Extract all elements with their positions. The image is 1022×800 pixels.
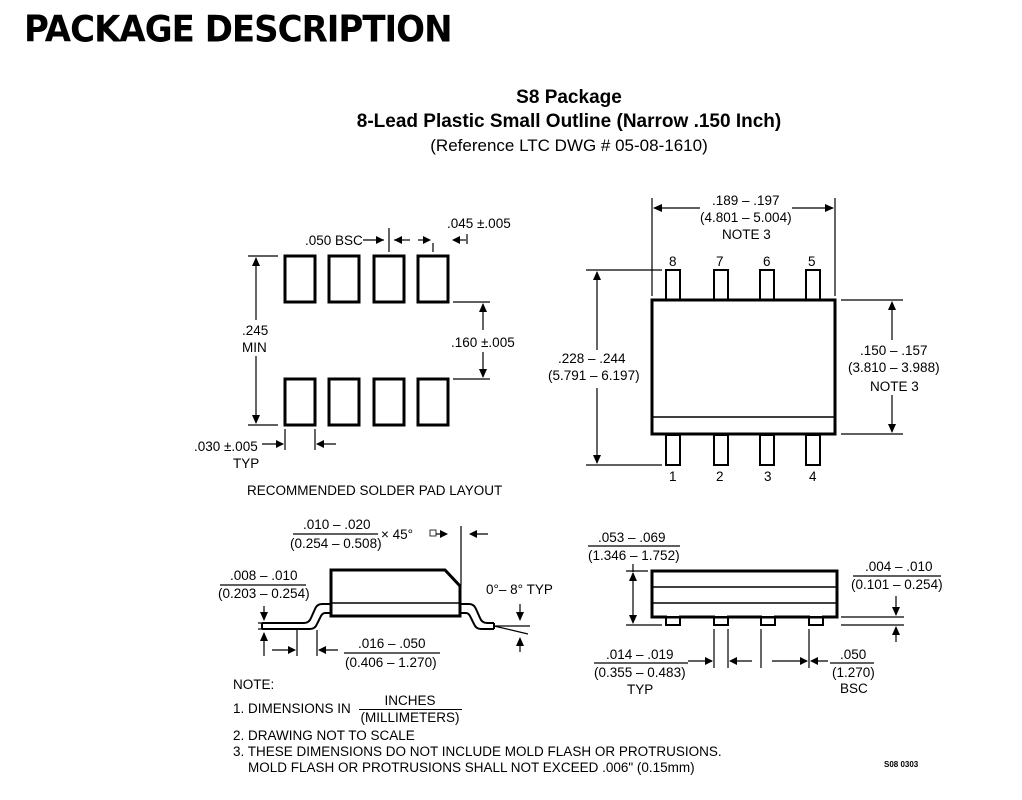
pad-width-label: .045 ±.005: [447, 216, 511, 231]
package-name: S8 Package: [516, 87, 622, 108]
page-title: PACKAGE DESCRIPTION: [24, 8, 453, 52]
lead-angle-label: 0°– 8° TYP: [486, 582, 553, 597]
note-1-prefix: 1. DIMENSIONS IN: [233, 701, 351, 717]
pad-pitch-label: .050 BSC: [305, 233, 363, 248]
units-inches: INCHES: [358, 693, 462, 710]
pin-6: [759, 269, 775, 301]
pin-label-3: 3: [764, 469, 772, 484]
pin-8: [665, 269, 681, 301]
chamfer-angle-label: × 45°: [381, 527, 413, 542]
pad-gap-label: .030 ±.005: [194, 439, 258, 454]
pin-label-4: 4: [809, 469, 817, 484]
pin-label-1: 1: [669, 469, 677, 484]
pitch-in-label: .050: [840, 647, 866, 662]
length-in-label: .189 – .197: [712, 193, 780, 208]
lead-thick-mm-label: (0.203 – 0.254): [218, 586, 310, 601]
pin-label-7: 7: [716, 254, 724, 269]
pad-4: [416, 254, 450, 304]
pin-label-2: 2: [716, 469, 724, 484]
pad-total-label: .245: [242, 323, 268, 338]
note-3a: 3. THESE DIMENSIONS DO NOT INCLUDE MOLD …: [233, 744, 722, 759]
foot-in-label: .016 – .050: [358, 636, 426, 651]
pad-total-min-label: MIN: [242, 340, 267, 355]
pad-5: [283, 377, 317, 427]
pin-2: [713, 434, 729, 466]
chamfer-in-label: .010 – .020: [303, 517, 371, 532]
end-view: .053 – .069 (1.346 – 1.752) .004 – .010 …: [588, 530, 943, 697]
pad-6: [327, 377, 361, 427]
height-in-label: .053 – .069: [598, 530, 666, 545]
width-in-label: .228 – .244: [558, 351, 626, 366]
height-mm-label: (1.346 – 1.752): [588, 548, 680, 563]
package-description: 8-Lead Plastic Small Outline (Narrow .15…: [356, 111, 782, 132]
pad-gap-typ-label: TYP: [233, 456, 259, 471]
pin-1: [665, 434, 681, 466]
standoff-mm-label: (0.101 – 0.254): [851, 577, 943, 592]
drawing-code: S08 0303: [884, 760, 919, 769]
units-millimeters: (MILLIMETERS): [360, 710, 460, 725]
width-mm-label: (5.791 – 6.197): [548, 368, 640, 383]
notes: NOTE: 1. DIMENSIONS IN INCHES (MILLIMETE…: [233, 677, 722, 776]
pad-length-label: .160 ±.005: [451, 335, 515, 350]
lead-w-in-label: .014 – .019: [606, 647, 674, 662]
length-mm-label: (4.801 – 5.004): [700, 210, 792, 225]
package-header: S8 Package 8-Lead Plastic Small Outline …: [0, 86, 1022, 158]
package-reference: (Reference LTC DWG # 05-08-1610): [430, 136, 708, 155]
pad-7: [372, 377, 406, 427]
top-view-body: [650, 298, 837, 436]
pin-7: [713, 269, 729, 301]
lead-w-mm-label: (0.355 – 0.483): [594, 665, 686, 680]
body-mm-label: (3.810 – 3.988): [848, 360, 940, 375]
top-view: 8 7 6 5 1 2 3 4 .189 – .197 (4.801 – 5.0…: [546, 193, 942, 484]
length-note-label: NOTE 3: [722, 227, 771, 242]
body-note-label: NOTE 3: [870, 379, 919, 394]
body-in-label: .150 – .157: [860, 343, 928, 358]
pin-label-5: 5: [808, 254, 816, 269]
standoff-in-label: .004 – .010: [865, 559, 933, 574]
solder-pad-layout: .050 BSC .045 ±.005 .245 MIN .160 ±.005: [194, 216, 515, 498]
solder-pad-caption: RECOMMENDED SOLDER PAD LAYOUT: [247, 483, 502, 498]
pad-3: [372, 254, 406, 304]
note-2: 2. DRAWING NOT TO SCALE: [233, 728, 415, 743]
pin-label-6: 6: [763, 254, 771, 269]
side-view: .010 – .020 (0.254 – 0.508) × 45° .008 –…: [218, 517, 553, 670]
pitch-bsc-label: BSC: [840, 681, 868, 696]
side-view-body: [329, 568, 462, 618]
pin-3: [759, 434, 775, 466]
pad-2: [327, 254, 361, 304]
units-fraction: INCHES (MILLIMETERS): [358, 693, 462, 726]
note-3b: MOLD FLASH OR PROTRUSIONS SHALL NOT EXCE…: [248, 760, 695, 775]
note-1: 1. DIMENSIONS IN INCHES (MILLIMETERS): [233, 693, 722, 726]
chamfer-mm-label: (0.254 – 0.508): [290, 536, 382, 551]
pin-5: [805, 269, 821, 301]
pitch-mm-label: (1.270): [832, 665, 875, 680]
pin-label-8: 8: [669, 254, 677, 269]
pad-8: [416, 377, 450, 427]
lead-w-typ-label: TYP: [627, 682, 653, 697]
end-view-body: [650, 569, 839, 619]
foot-mm-label: (0.406 – 1.270): [345, 655, 437, 670]
notes-heading: NOTE:: [233, 677, 275, 692]
pin-4: [805, 434, 821, 466]
pad-1: [283, 254, 317, 304]
lead-thick-in-label: .008 – .010: [230, 568, 298, 583]
